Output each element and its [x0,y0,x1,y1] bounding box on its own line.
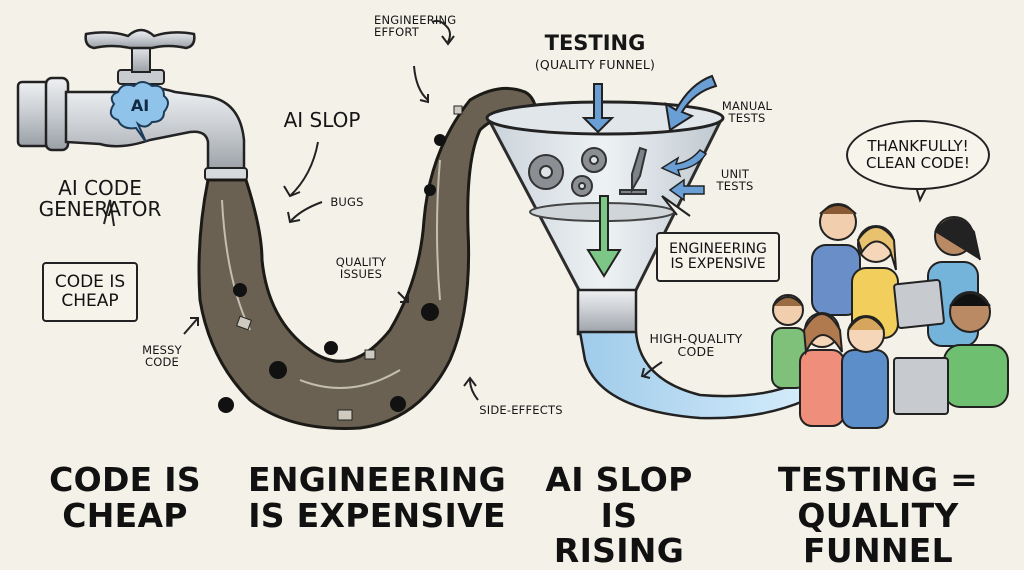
side-effects-label: SIDE-EFFECTS [479,403,563,417]
high-quality-code-label: HIGH-QUALITY CODE [649,331,743,360]
testing-title: TESTING [544,31,646,55]
brain-label: AI [130,96,150,115]
caption-ai-slop-is-rising: AI SLOP IS RISING [545,460,693,570]
messy-code-label: MESSY CODE [142,343,182,370]
caption-code-is-cheap: CODE IS CHEAP [49,460,201,535]
engineering-is-expensive-callout: ENGINEERING IS EXPENSIVE [656,232,780,282]
ai-slop-label: AI SLOP [283,108,361,132]
microscope-icon [619,146,648,195]
bugs-label: BUGS [330,195,364,209]
brain-icon [109,81,169,143]
happy-people-icon [771,203,1009,429]
engineering-effort-label: ENGINEERING EFFORT [374,13,457,40]
caption-engineering-is-expensive: ENGINEERING IS EXPENSIVE [248,460,506,535]
testing-subtitle: (QUALITY FUNNEL) [534,57,656,72]
manual-tests-label: MANUAL TESTS [721,99,773,126]
unit-tests-label: UNIT TESTS [716,167,754,194]
code-is-cheap-callout: CODE IS CHEAP [42,262,138,322]
thankfully-speech-bubble: THANKFULLY! CLEAN CODE! [846,120,990,190]
funnel-icon [485,74,725,336]
quality-issues-label: QUALITY ISSUES [335,255,387,282]
annotation-arrows [183,19,663,401]
faucet-icon [16,28,248,181]
faucet-title: AI CODE GENERATOR [38,176,162,221]
bug-icons [218,134,446,413]
caption-testing-quality-funnel: TESTING = QUALITY FUNNEL [777,460,979,570]
gear-icons [528,147,607,197]
slop-stream [197,86,538,430]
